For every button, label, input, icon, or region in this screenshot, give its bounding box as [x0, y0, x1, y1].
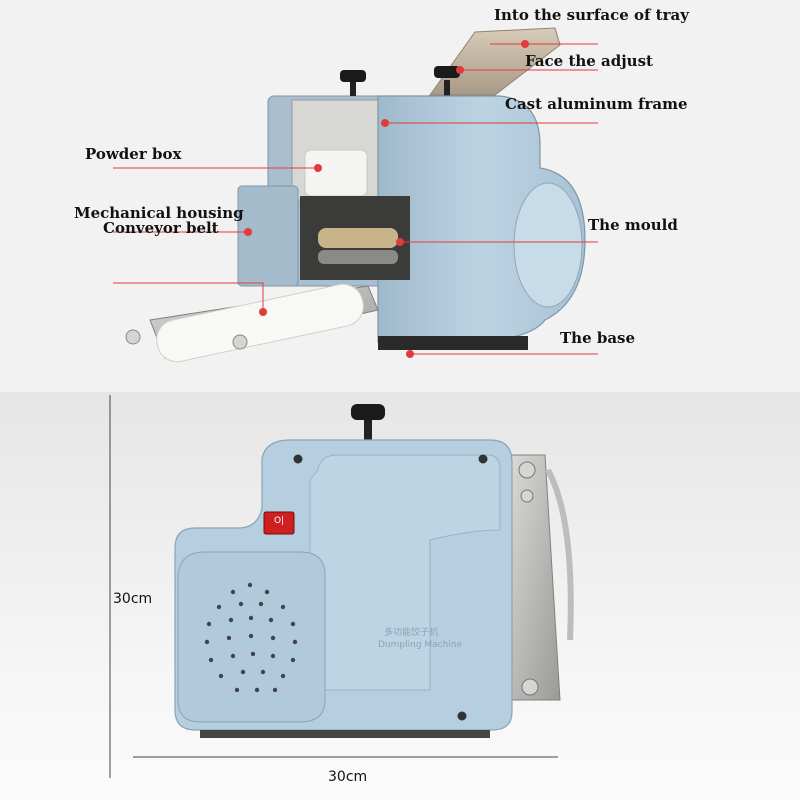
- height-dimension-label: 30cm: [113, 591, 153, 607]
- knob-left-stem: [350, 80, 356, 96]
- mechanical-housing: [237, 185, 299, 287]
- knob-right: [434, 66, 460, 78]
- top-machine: [125, 27, 586, 363]
- vent-holes: [204, 582, 298, 693]
- width-dimension-label: 30cm: [328, 769, 368, 785]
- label-mould: The mould: [588, 216, 678, 234]
- side-knob: [351, 404, 385, 420]
- label-adjust: Face the adjust: [525, 52, 653, 70]
- belt-bolt-right: [232, 334, 248, 350]
- switch-text: O|: [273, 516, 285, 526]
- plate-text-2: Dumpling Machine: [378, 640, 463, 650]
- plate-text-1: 多功能饺子机: [384, 628, 439, 638]
- label-tray-surface: Into the surface of tray: [494, 6, 689, 24]
- side-machine: [174, 404, 574, 738]
- leader-lines: [113, 40, 598, 358]
- side-plate: [509, 454, 561, 701]
- label-base: The base: [560, 329, 636, 347]
- label-powder-box: Powder box: [85, 145, 182, 163]
- label-frame: Cast aluminum frame: [505, 95, 688, 113]
- base: [378, 336, 528, 350]
- dimension-lines: [109, 395, 558, 778]
- knob-right-stem: [444, 80, 450, 96]
- label-housing: Mechanical housing: [74, 204, 244, 222]
- belt-bolt-left: [125, 329, 141, 345]
- knob-left: [340, 70, 366, 82]
- conveyor-belt: [156, 283, 364, 363]
- side-disc: [513, 182, 583, 308]
- power-switch: [263, 511, 295, 535]
- label-conveyor: Conveyor belt: [103, 219, 219, 237]
